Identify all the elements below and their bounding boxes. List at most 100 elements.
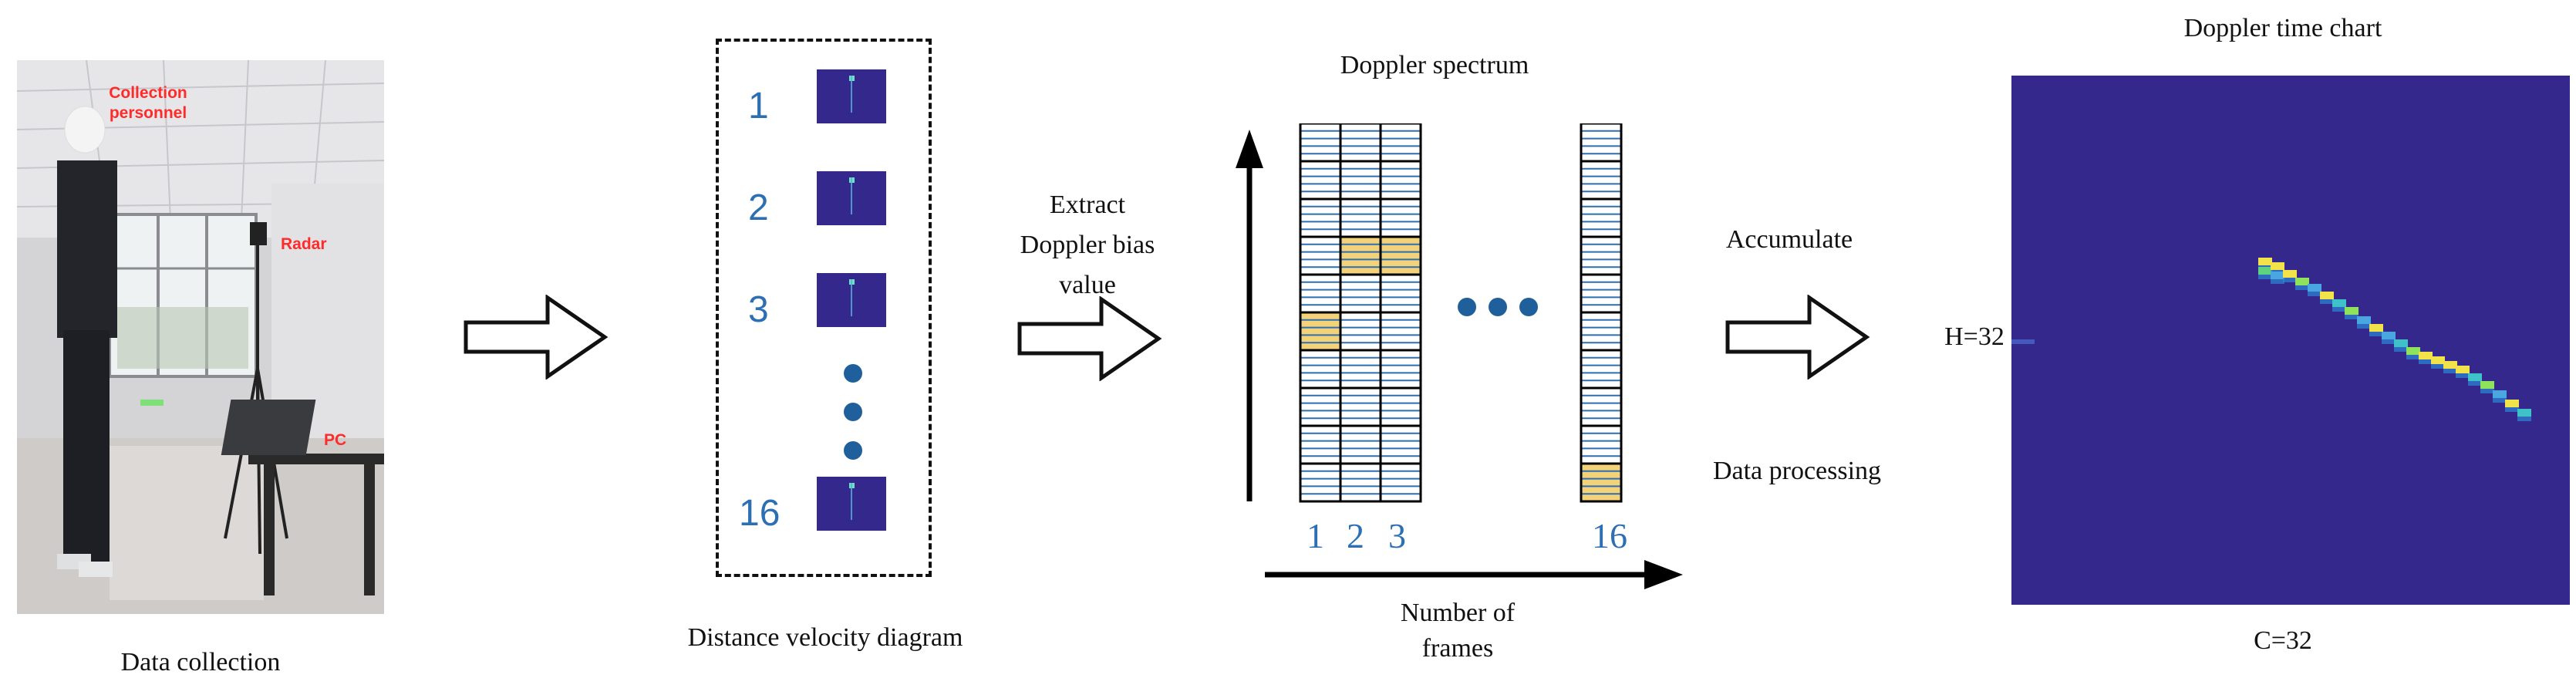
heatmap-center-artifact [2011,339,2035,344]
distance-velocity-label: Distance velocity diagram [687,623,963,652]
heatmap-track [2258,258,2531,421]
heatmap-cell-shadow [2480,389,2494,393]
arrow-right-icon [1017,296,1162,381]
spectrum-cell [1580,235,1623,276]
extract-line-1: Extract [1049,191,1126,219]
spectrum-cell [1580,197,1623,238]
heatmap-cell-shadow [2345,315,2359,319]
frames-line-2: frames [1421,634,1494,663]
spectrum-cell [1299,273,1342,314]
arrow-right-icon [1725,295,1870,380]
heatmap-cell [2443,361,2457,369]
heatmap-cell [2357,316,2371,324]
data-processing-label: Data processing [1712,457,1882,485]
doppler-time-chart-title: Doppler time chart [2183,14,2382,42]
heatmap-cell-shadow [2419,359,2433,364]
spectrum-cell [1580,349,1623,390]
arrow-right-icon [464,295,609,380]
heatmap-cell [2308,284,2321,292]
up-arrow-icon [1236,130,1263,168]
spectrum-cell [1379,311,1422,352]
heatmap-cell-shadow [2493,398,2507,403]
range-doppler-thumbnail [817,273,886,327]
spectrum-cell [1580,273,1623,314]
accumulate-label: Accumulate [1725,225,1853,254]
spectrum-cell [1339,462,1382,503]
heatmap-cell [2332,299,2346,307]
heatmap-cell [2431,356,2445,364]
heatmap-cell-shadow [2357,324,2371,329]
doppler-spectrum-title: Doppler spectrum [1340,51,1529,79]
person-figure [57,106,117,577]
range-doppler-thumbnail [817,477,886,531]
ellipsis-dot-icon [844,441,862,460]
heatmap-cell [2271,272,2284,279]
frame-index-1: 1 [748,86,769,127]
c-label: C=32 [2254,626,2312,655]
heatmap-cell-shadow [2295,285,2309,290]
spectrum-cell [1379,235,1422,276]
extract-line-3: value [1059,271,1116,299]
ellipsis-dot-icon [1489,298,1507,316]
ellipsis-dot-icon [1519,298,1538,316]
spectrum-cell [1339,160,1382,201]
heatmap-cell [2517,409,2531,417]
heatmap-cell [2369,324,2383,332]
heatmap-cell [2258,267,2272,275]
spectrum-cell [1339,273,1382,314]
heatmap-cell-shadow [2505,407,2519,412]
doppler-time-heatmap [2011,76,2570,605]
heatmap-cell-shadow [2406,355,2420,359]
range-doppler-thumbnail [817,171,886,225]
heatmap-cell [2456,366,2470,373]
spectrum-frame-16: 16 [1592,516,1627,555]
ellipsis-dot-icon [1458,298,1476,316]
spectrum-cell [1339,197,1382,238]
laptop-icon [221,400,316,455]
heatmap-cell-shadow [2382,339,2396,344]
heatmap-cell-shadow [2332,307,2346,312]
extract-label: Extract Doppler bias value [1003,185,1172,305]
heatmap-cell-shadow [2394,347,2408,352]
radar-device-icon [250,222,267,245]
spectrum-cell [1299,424,1342,465]
ellipsis-dot-icon [844,364,862,383]
spectrum-cell [1339,235,1382,276]
spectrum-frame-2: 2 [1347,516,1364,555]
spectrum-columns [1299,123,1623,503]
heatmap-cell [2493,390,2507,398]
spectrum-cell [1299,462,1342,503]
spectrum-cell [1379,123,1422,163]
heatmap-cell [2283,270,2297,278]
frame-index-3: 3 [748,289,769,330]
doppler-spectrum-graphic [1236,123,1683,589]
spectrum-cell [1379,160,1422,201]
number-of-frames-label: Number of frames [1357,595,1558,666]
heatmap-cell [2406,347,2420,355]
frames-line-1: Number of [1400,599,1516,627]
frame-index-16: 16 [739,493,781,534]
heatmap-cell [2320,292,2334,299]
range-doppler-frames-box [716,39,932,577]
spectrum-cell [1339,123,1382,163]
frame-index-2: 2 [748,187,769,228]
heatmap-cell [2505,400,2519,407]
spectrum-frame-1: 1 [1307,516,1324,555]
room-scene-illustration [17,60,384,614]
heatmap-cell [2419,352,2433,359]
spectrum-cell [1379,424,1422,465]
h-label: H=32 [1944,322,2004,351]
heatmap-cell [2382,332,2396,339]
spectrum-cell [1339,424,1382,465]
heatmap-cell-shadow [2258,275,2272,279]
heatmap-cell-shadow [2369,332,2383,336]
heatmap-cell-shadow [2308,292,2321,296]
spectrum-cell [1580,386,1623,427]
heatmap-cell-shadow [2468,381,2482,386]
spectrum-frame-3: 3 [1388,516,1406,555]
ellipsis-dot-icon [844,403,862,421]
heatmap-cell-shadow [2456,373,2470,378]
spectrum-cell [1379,386,1422,427]
spectrum-cell [1299,386,1342,427]
data-collection-photo: Collection personnel Radar PC [17,60,384,614]
